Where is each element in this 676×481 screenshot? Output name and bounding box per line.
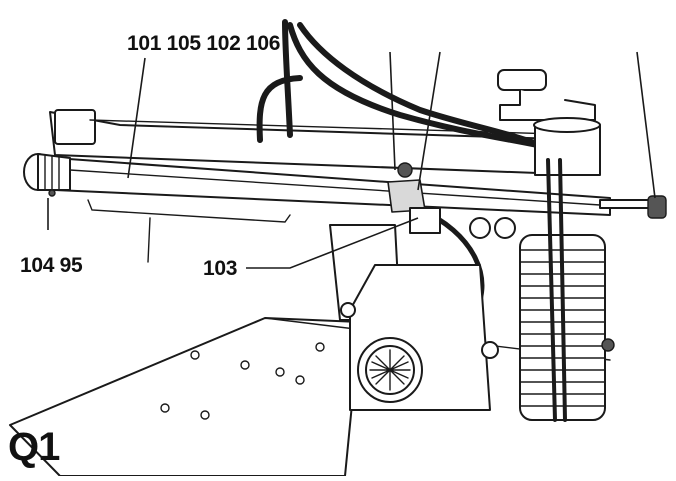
hoses bbox=[256, 19, 573, 334]
leader-lines bbox=[47, 51, 656, 269]
figure-label: Q1 bbox=[8, 425, 60, 469]
callout-bottom-left: 104 95 bbox=[20, 254, 83, 277]
callout-top: 101 105 102 106 bbox=[127, 32, 281, 55]
callout-bottom-mid: 103 bbox=[203, 257, 238, 280]
radial-arm bbox=[23, 153, 667, 219]
column bbox=[497, 69, 601, 176]
bellows bbox=[519, 158, 615, 422]
carriage bbox=[387, 162, 516, 239]
motor bbox=[329, 224, 499, 411]
